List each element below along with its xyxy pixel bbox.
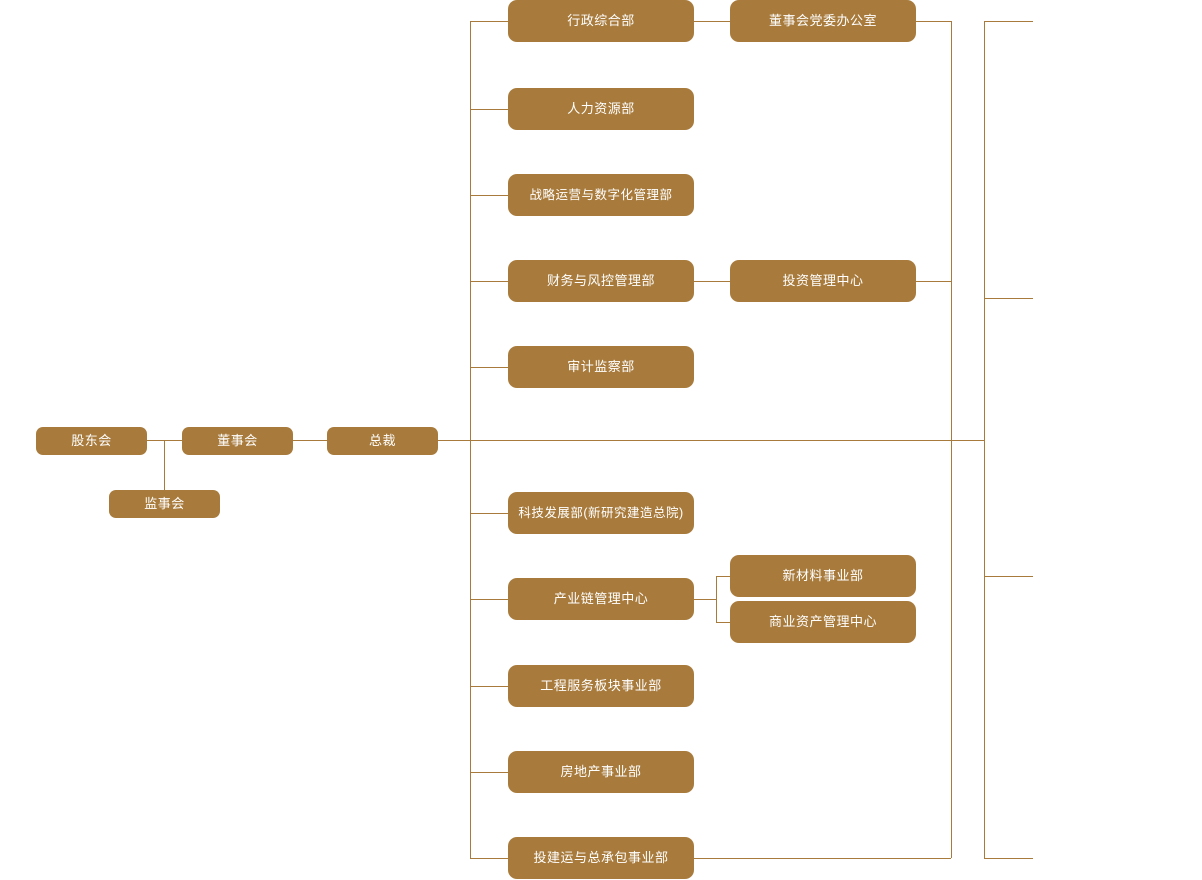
rail-outer-stub-upper-mid — [984, 298, 1033, 299]
node-label-audit-supervision-dept: 审计监察部 — [567, 359, 635, 375]
stub-finance-risk-dept — [470, 281, 508, 282]
node-label-real-estate-division: 房地产事业部 — [560, 764, 642, 780]
connector-finance-to-investment-center — [694, 281, 730, 282]
stub-human-resources-dept — [470, 109, 508, 110]
node-strategy-ops-digital-dept[interactable]: 战略运营与数字化管理部 — [508, 174, 694, 216]
node-label-president: 总裁 — [368, 433, 396, 449]
rail-outer-stub-top — [984, 21, 1033, 22]
connector-board-to-supervisory — [164, 440, 165, 490]
node-shareholders-meeting[interactable]: 股东会 — [36, 427, 147, 455]
stub-real-estate-division — [470, 772, 508, 773]
node-label-strategy-ops-digital-dept: 战略运营与数字化管理部 — [529, 187, 673, 202]
node-label-finance-risk-dept: 财务与风控管理部 — [546, 273, 655, 289]
connector-to-commercial-asset-center — [716, 622, 730, 623]
node-invest-build-operate-epc-division[interactable]: 投建运与总承包事业部 — [508, 837, 694, 879]
node-label-human-resources-dept: 人力资源部 — [567, 101, 635, 117]
node-board-party-office[interactable]: 董事会党委办公室 — [730, 0, 916, 42]
node-label-industry-chain-center: 产业链管理中心 — [553, 591, 649, 607]
node-board-of-directors[interactable]: 董事会 — [182, 427, 293, 455]
node-label-investment-management-center: 投资管理中心 — [782, 273, 864, 289]
node-label-commercial-asset-center: 商业资产管理中心 — [768, 614, 877, 630]
node-investment-management-center[interactable]: 投资管理中心 — [730, 260, 916, 302]
rail-outer-stub-lower-mid — [984, 576, 1033, 577]
connector-industry-chain-out — [694, 599, 716, 600]
node-supervisory-board[interactable]: 监事会 — [109, 490, 220, 518]
node-commercial-asset-center[interactable]: 商业资产管理中心 — [730, 601, 916, 643]
rail-inner-vertical — [951, 21, 952, 858]
node-real-estate-division[interactable]: 房地产事业部 — [508, 751, 694, 793]
stub-tech-development-dept — [470, 513, 508, 514]
connector-to-new-materials — [716, 576, 730, 577]
node-label-engineering-services-division: 工程服务板块事业部 — [540, 678, 662, 694]
node-industry-chain-center[interactable]: 产业链管理中心 — [508, 578, 694, 620]
node-label-board-party-office: 董事会党委办公室 — [768, 13, 877, 29]
rail-inner-mid-stub — [916, 281, 951, 282]
connector-board-to-president — [292, 440, 327, 441]
connector-industry-chain-bracket — [716, 576, 717, 623]
node-human-resources-dept[interactable]: 人力资源部 — [508, 88, 694, 130]
stub-engineering-services-division — [470, 686, 508, 687]
node-engineering-services-division[interactable]: 工程服务板块事业部 — [508, 665, 694, 707]
stub-audit-supervision-dept — [470, 367, 508, 368]
stub-admin-general-dept — [470, 21, 508, 22]
rail-inner-bottom-stub — [694, 858, 951, 859]
stub-invest-build-operate-division — [470, 858, 508, 859]
node-label-supervisory-board: 监事会 — [144, 496, 185, 512]
node-label-shareholders-meeting: 股东会 — [71, 433, 112, 449]
connector-admin-to-party-office — [694, 21, 730, 22]
trunk-vertical-main — [470, 21, 471, 858]
node-admin-general-dept[interactable]: 行政综合部 — [508, 0, 694, 42]
node-finance-risk-dept[interactable]: 财务与风控管理部 — [508, 260, 694, 302]
node-label-invest-build-operate-epc-division: 投建运与总承包事业部 — [533, 850, 669, 866]
node-label-board-of-directors: 董事会 — [217, 433, 258, 449]
rail-inner-top-stub — [916, 21, 951, 22]
stub-strategy-ops-digital-dept — [470, 195, 508, 196]
node-tech-development-dept[interactable]: 科技发展部(新研究建造总院) — [508, 492, 694, 534]
stub-industry-chain-center — [470, 599, 508, 600]
node-president[interactable]: 总裁 — [327, 427, 438, 455]
node-label-tech-development-dept: 科技发展部(新研究建造总院) — [518, 505, 684, 520]
rail-outer-vertical — [984, 21, 985, 858]
node-label-admin-general-dept: 行政综合部 — [567, 13, 635, 29]
node-label-new-materials-division: 新材料事业部 — [782, 568, 864, 584]
node-new-materials-division[interactable]: 新材料事业部 — [730, 555, 916, 597]
node-audit-supervision-dept[interactable]: 审计监察部 — [508, 346, 694, 388]
rail-outer-stub-bottom — [984, 858, 1033, 859]
connector-president-to-trunk — [437, 440, 984, 441]
